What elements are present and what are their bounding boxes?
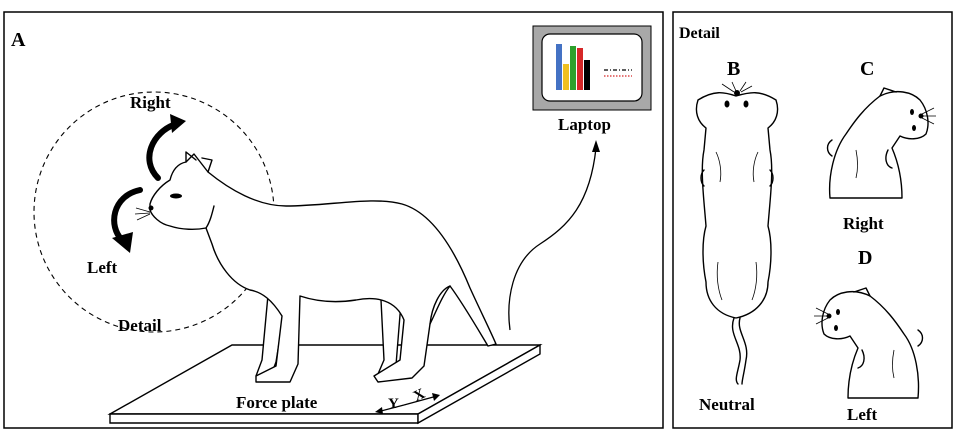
left-rotation-arrow-icon [111, 187, 143, 253]
detail-panel-title: Detail [679, 25, 720, 42]
cable-arrow-icon [592, 140, 600, 152]
force-plate-label: Force plate [236, 393, 318, 412]
panel-a-label: A [11, 29, 26, 51]
laptop-bar-chart-icon [556, 44, 590, 90]
detail-label: Detail [118, 316, 162, 335]
laptop-bar [556, 44, 562, 90]
panel-a-frame [3, 11, 664, 429]
laptop-bar [577, 48, 583, 90]
cat-illustration [134, 151, 497, 383]
axis-arrows-icon [375, 393, 440, 414]
left-turn-label: Left [847, 405, 878, 424]
laptop-bar [570, 46, 576, 90]
right-turn-cat [826, 87, 936, 199]
laptop-bar [584, 60, 590, 90]
data-cable [508, 147, 597, 331]
panel-d-label: D [858, 247, 872, 269]
force-plate [107, 343, 543, 425]
panel-b-label: B [727, 58, 740, 80]
neutral-label: Neutral [699, 395, 755, 414]
neutral-cat-top-view [695, 81, 779, 385]
panel-detail-frame [672, 11, 953, 429]
right-rotation-arrow-icon [146, 114, 186, 181]
laptop-label: Laptop [558, 115, 611, 134]
right-turn-label: Right [843, 214, 884, 233]
axis-y-label: Y [388, 396, 399, 412]
left-turn-cat [814, 287, 924, 399]
left-label: Left [87, 258, 118, 277]
laptop-bar [563, 64, 569, 90]
panel-c-label: C [860, 58, 874, 80]
right-label: Right [130, 93, 171, 112]
laptop-icon [532, 25, 652, 111]
